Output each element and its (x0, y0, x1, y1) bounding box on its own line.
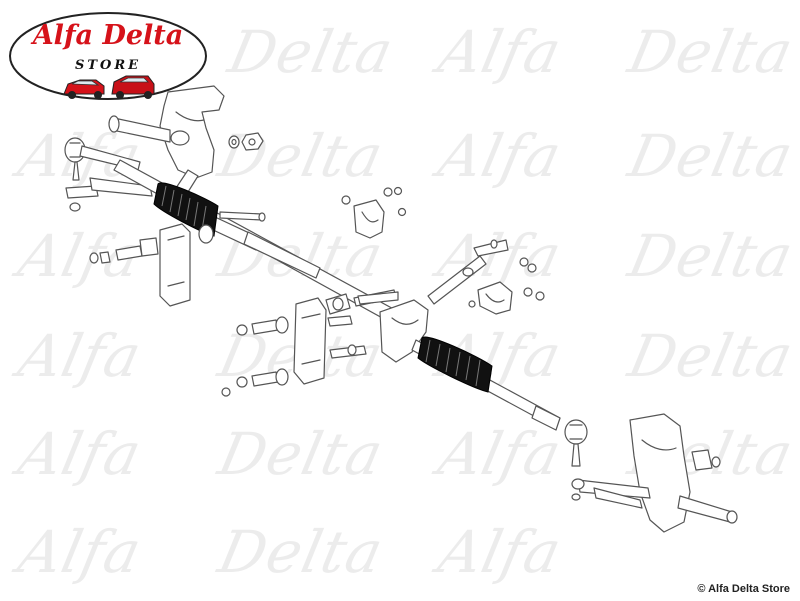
red-car-icon (63, 79, 105, 99)
store-logo[interactable]: Alfa Delta STORE (8, 10, 208, 106)
copyright-notice: © Alfa Delta Store (697, 583, 790, 595)
right-rack-boot (417, 336, 493, 393)
logo-badge (9, 12, 207, 100)
upper-u-clamp (341, 186, 407, 239)
red-car-icon (111, 75, 155, 99)
right-steering-knuckle (571, 413, 738, 533)
knuckle-nuts (228, 132, 264, 151)
right-tie-rod-end (531, 405, 588, 467)
left-tie-rod-end (64, 137, 153, 212)
logo-store-text: STORE (74, 58, 142, 73)
left-rack-boot (153, 182, 219, 237)
center-mount-bracket (221, 291, 399, 397)
logo-brand-text: Alfa Delta (32, 20, 184, 51)
right-u-clamp (468, 257, 545, 315)
left-steering-knuckle (108, 85, 225, 207)
left-mount-bracket (159, 211, 266, 307)
left-bolt-set (89, 237, 159, 264)
